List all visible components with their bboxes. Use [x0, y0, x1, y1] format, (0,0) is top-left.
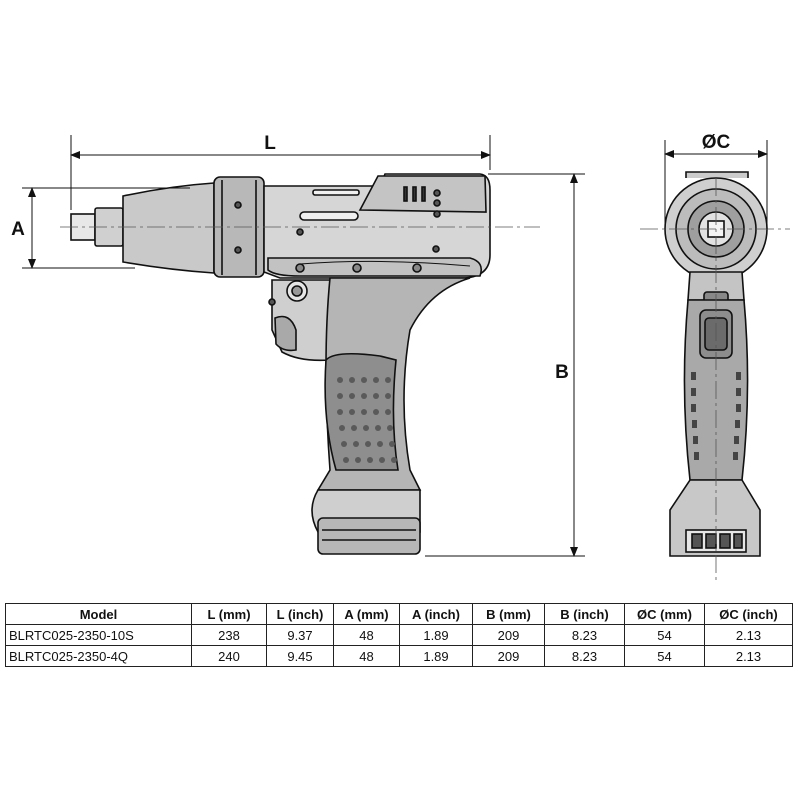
dimension-L [70, 135, 491, 210]
ring-dot [234, 246, 242, 254]
screw [432, 245, 440, 253]
tool-side-view [70, 173, 491, 555]
screw [296, 228, 304, 236]
screw [295, 263, 305, 273]
header-c-inch: ØC (inch) [704, 603, 793, 625]
led [412, 186, 417, 202]
screw [352, 263, 362, 273]
dimension-C [664, 140, 768, 229]
cell-l-inch: 9.45 [266, 645, 334, 667]
table-header-row: Model L (mm) L (inch) A (mm) A (inch) B … [5, 603, 793, 625]
top-slot [312, 189, 360, 196]
cell-a-mm: 48 [333, 624, 400, 646]
body-slot [299, 211, 359, 221]
led [421, 186, 426, 202]
cell-c-inch: 2.13 [704, 645, 793, 667]
anvil-housing [122, 182, 215, 274]
cell-c-mm: 54 [624, 624, 705, 646]
cell-model: BLRTC025-2350-4Q [5, 645, 192, 667]
dimension-label-B: B [555, 362, 569, 383]
front-grip-texture [691, 372, 741, 460]
header-l-mm: L (mm) [191, 603, 267, 625]
cell-c-inch: 2.13 [704, 624, 793, 646]
battery-base [317, 517, 421, 555]
header-b-inch: B (inch) [544, 603, 625, 625]
cell-b-mm: 209 [472, 624, 545, 646]
cell-l-mm: 240 [191, 645, 267, 667]
cell-b-inch: 8.23 [544, 624, 625, 646]
dimension-label-C: ØC [702, 132, 731, 153]
cell-a-inch: 1.89 [399, 624, 473, 646]
screw [412, 263, 422, 273]
cell-l-mm: 238 [191, 624, 267, 646]
cell-c-mm: 54 [624, 645, 705, 667]
led [403, 186, 408, 202]
dimension-A [22, 187, 190, 269]
grip-texture [337, 377, 397, 463]
trigger [274, 315, 297, 352]
dimension-B [425, 173, 585, 557]
button-dot [433, 199, 441, 207]
technical-drawing: L A B ØC [11, 132, 790, 580]
cell-b-mm: 209 [472, 645, 545, 667]
cell-model: BLRTC025-2350-10S [5, 624, 192, 646]
header-a-mm: A (mm) [333, 603, 400, 625]
cell-a-mm: 48 [333, 645, 400, 667]
dimension-label-A: A [11, 219, 25, 240]
header-l-inch: L (inch) [266, 603, 334, 625]
cell-a-inch: 1.89 [399, 645, 473, 667]
header-a-inch: A (inch) [399, 603, 473, 625]
table-row: BLRTC025-2350-4Q 240 9.45 48 1.89 209 8.… [5, 645, 793, 667]
dimension-label-L: L [264, 133, 276, 154]
header-c-mm: ØC (mm) [624, 603, 705, 625]
header-b-mm: B (mm) [472, 603, 545, 625]
front-top-tab [685, 171, 749, 178]
ring-dot [234, 201, 242, 209]
table-row: BLRTC025-2350-10S 238 9.37 48 1.89 209 8… [5, 624, 793, 646]
cell-b-inch: 8.23 [544, 645, 625, 667]
button-dot [433, 210, 441, 218]
cell-l-inch: 9.37 [266, 624, 334, 646]
button-dot [433, 189, 441, 197]
header-model: Model [5, 603, 192, 625]
screw [268, 298, 276, 306]
spec-table: Model L (mm) L (inch) A (mm) A (inch) B … [5, 603, 793, 667]
